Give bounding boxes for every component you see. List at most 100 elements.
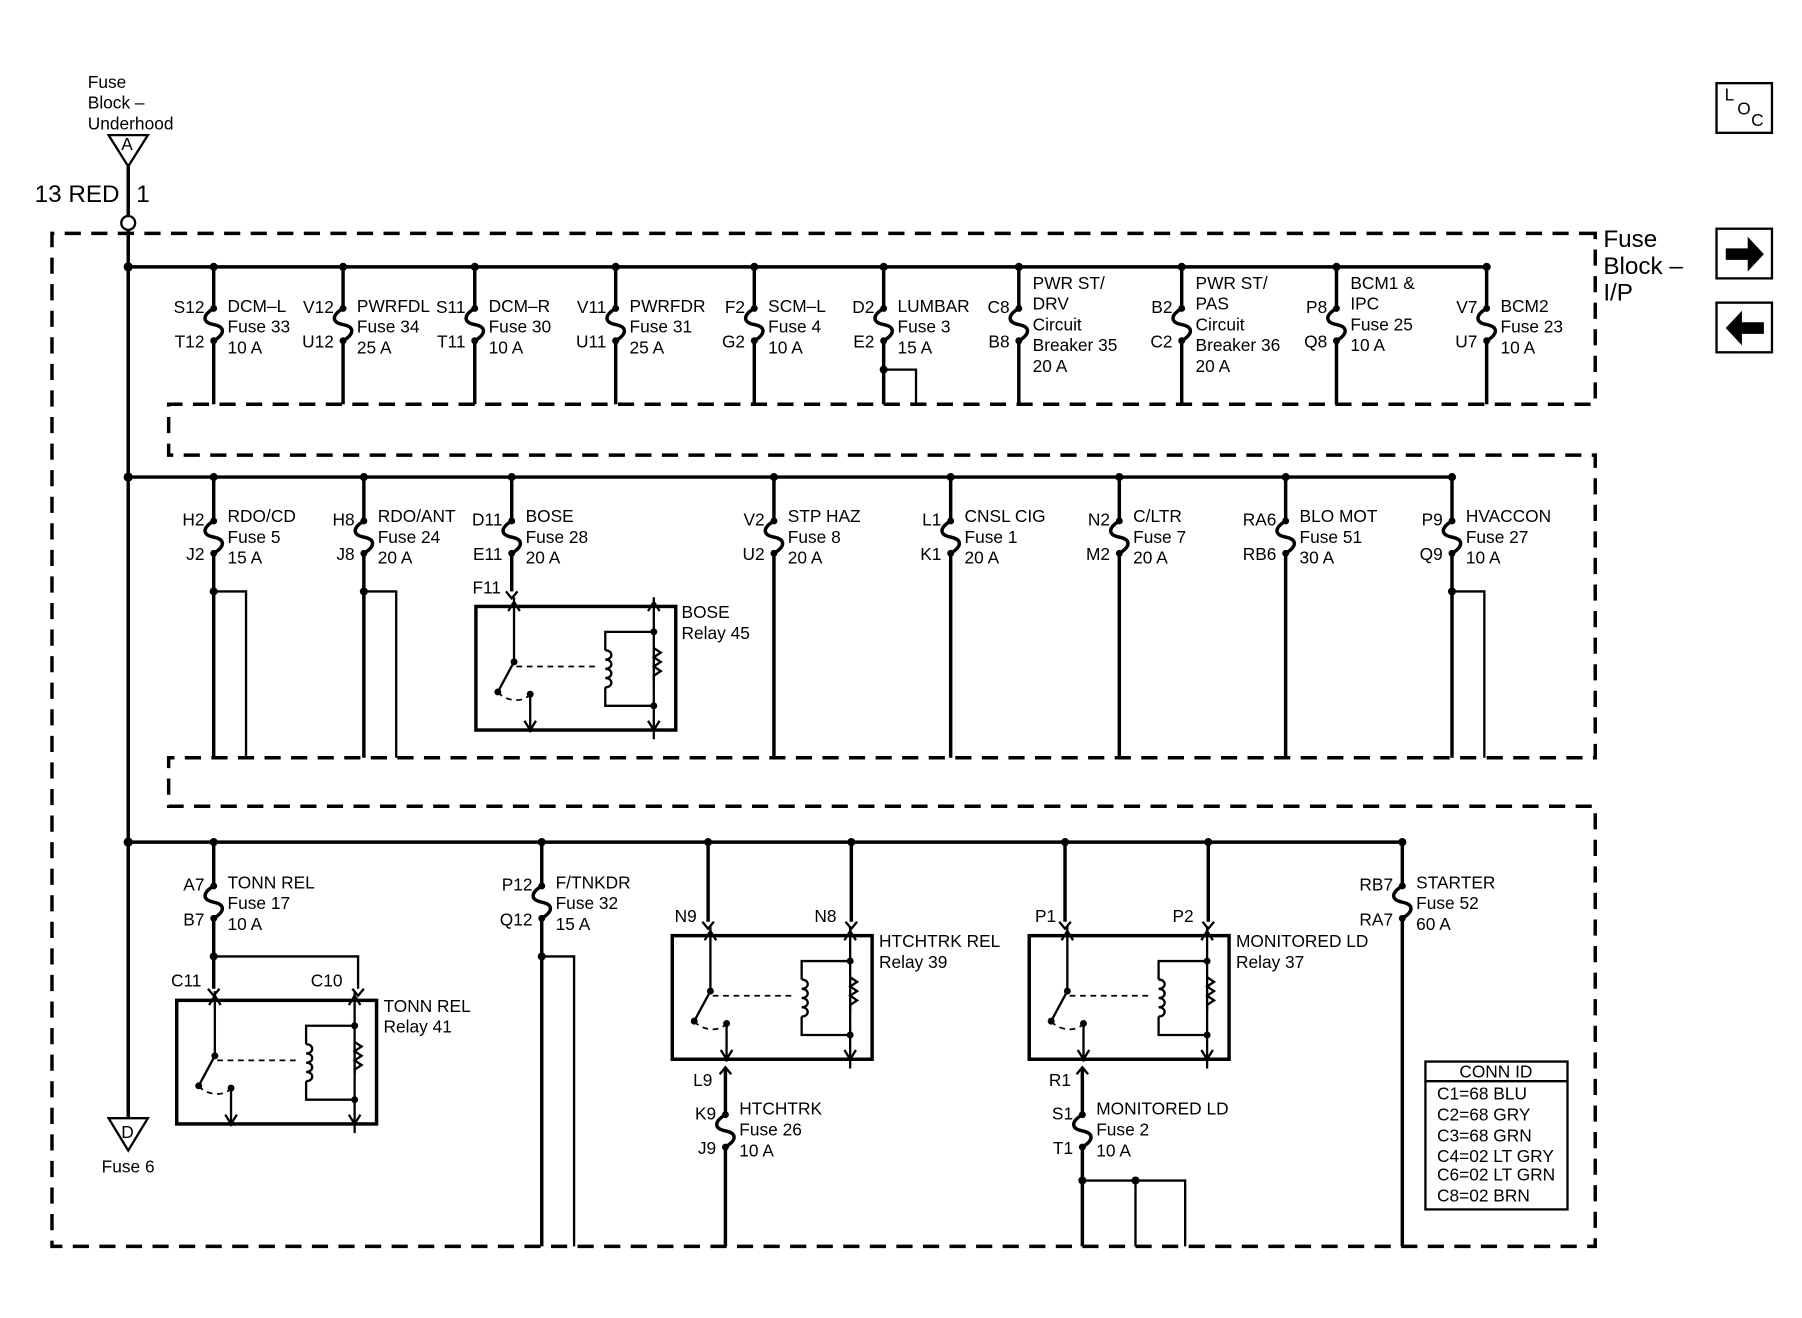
switch-arc: [497, 691, 531, 701]
splice-dot: [769, 473, 778, 482]
fuse-label-line: Fuse 34: [357, 317, 420, 337]
htchtrk-relay-39: N9 N8 HTCHTRK REL Relay 39 L9: [670, 838, 1001, 1090]
arrow-down-icon: [523, 720, 537, 733]
source-title-line: Fuse: [88, 72, 127, 92]
fuse-label-line: Fuse 33: [228, 317, 291, 337]
relay-wire: [1157, 1016, 1208, 1037]
fuse-top-pin: V7: [1456, 297, 1477, 317]
arrow-left-glyph: [1725, 310, 1764, 346]
resistor-icon: [848, 976, 860, 1010]
pin-dot: [1282, 549, 1290, 557]
fuse-bottom-pin: U7: [1455, 332, 1477, 352]
pin-dot: [210, 304, 218, 312]
conn-id-row: C2=68 GRY: [1437, 1104, 1531, 1124]
splice-dot: [1447, 473, 1457, 482]
connector-chevron-icon: [1058, 921, 1072, 931]
fuse-label-line: 20 A: [965, 548, 1000, 568]
fuse-bottom-pin: U11: [576, 332, 606, 352]
loc-button[interactable]: L O C: [1715, 82, 1774, 134]
pin-dot: [770, 549, 778, 557]
splice-dot: [1060, 838, 1070, 847]
fuse-element-icon: [501, 519, 523, 555]
fuse-top-pin: P9: [1422, 510, 1443, 530]
relay-pin-label: C11: [171, 970, 201, 990]
relay-coil-icon: [801, 978, 809, 1018]
fuse-label-line: PWR ST/: [1196, 273, 1268, 293]
pin-dot: [360, 549, 368, 557]
fuse-element-icon: [203, 306, 225, 343]
relay-wire: [304, 1081, 355, 1101]
pin-dot: [210, 882, 218, 890]
fuse-element-icon: [1441, 519, 1463, 555]
loop-wire: [1451, 590, 1486, 758]
splice-dot: [1398, 838, 1407, 847]
splice-dot: [1281, 473, 1290, 482]
loc-letter: L: [1725, 84, 1735, 104]
splice-dot: [1447, 587, 1457, 596]
fuse-label-line: Circuit: [1033, 314, 1082, 334]
fuse-label-line: 10 A: [489, 337, 524, 357]
fuse-bottom-pin: E2: [853, 332, 874, 352]
fuse-label-line: STP HAZ: [788, 506, 861, 526]
splice-dot: [537, 952, 546, 961]
fuse-top-pin: V12: [303, 297, 334, 317]
fuse-element-icon: [743, 306, 765, 343]
fuse-bottom-pin: B8: [988, 332, 1009, 352]
pin-dot: [721, 1143, 729, 1151]
connector-chevron-icon: [505, 590, 519, 601]
fuse-bottom-pin: B7: [183, 909, 204, 929]
fuse-label-line: 15 A: [228, 548, 263, 568]
arrow-up-icon: [347, 993, 362, 1006]
fuse-label-line: Breaker 36: [1196, 335, 1281, 355]
splice-dot: [209, 262, 218, 271]
splice-dot: [359, 473, 368, 482]
pin-dot: [770, 517, 778, 525]
fuse-label-line: Fuse 3: [898, 317, 951, 337]
resistor-icon: [352, 1040, 364, 1075]
loop-wire: [1082, 1179, 1187, 1247]
switch-arm-icon: [496, 661, 516, 693]
fuse-bottom-pin: U2: [743, 544, 765, 564]
fuse-label-line: CNSL CIG: [965, 506, 1046, 526]
fuse-label-line: 10 A: [768, 337, 803, 357]
fuse-label-line: 10 A: [739, 1140, 774, 1160]
splice-dot: [123, 472, 133, 482]
fuse-top-pin: D2: [852, 297, 874, 317]
fuse-element-icon: [464, 306, 486, 343]
fuse-label-line: Fuse 27: [1466, 527, 1529, 547]
fuse-label-line: TONN REL: [228, 872, 316, 892]
splice-dot: [1204, 838, 1213, 847]
relay-label-line: Relay 37: [1236, 952, 1304, 972]
fuse-top-pin: D11: [472, 510, 502, 530]
pin-dot: [339, 337, 347, 345]
pin-dot: [210, 337, 218, 345]
splice-dot: [209, 587, 218, 596]
fuse-top-pin: H8: [332, 510, 354, 530]
relay-out-pin-label: L9: [693, 1070, 712, 1090]
pin-dot: [1398, 914, 1406, 922]
next-page-button[interactable]: [1715, 227, 1774, 280]
fuse-top-pin: A7: [183, 875, 204, 895]
fuse-block-ip-border: Fuse Block – I/P: [50, 226, 1683, 1249]
fuse-bottom-pin: C2: [1150, 332, 1172, 352]
conn-id-row: C1=68 BLU: [1437, 1084, 1527, 1104]
arrow-up-icon: [703, 928, 718, 941]
fuse-label-line: Breaker 35: [1033, 335, 1118, 355]
splice-dot: [704, 838, 713, 847]
relay-border: [175, 998, 379, 1126]
prev-page-button[interactable]: [1715, 301, 1774, 354]
block-title-line: Fuse: [1603, 226, 1657, 253]
pin-dot: [947, 549, 955, 557]
relay-coil-icon: [1158, 978, 1166, 1018]
fuse-bottom-pin: E11: [473, 544, 503, 564]
relay-label-line: BOSE: [682, 602, 730, 622]
connector-triangle-icon: [106, 1117, 150, 1153]
pin-dot: [1015, 304, 1023, 312]
fuse-element-icon: [763, 519, 785, 555]
pin-dot: [339, 304, 347, 312]
